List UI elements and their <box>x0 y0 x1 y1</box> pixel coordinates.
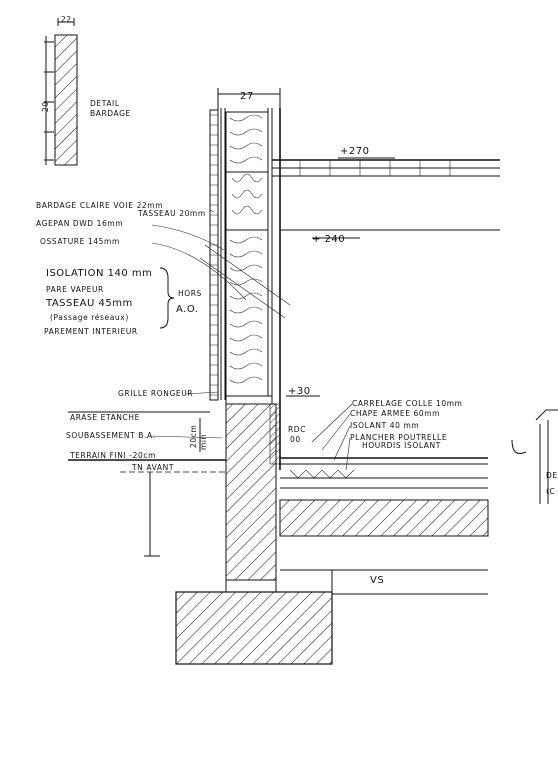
edge-label-de: DE <box>546 471 558 480</box>
svg-text:20: 20 <box>41 101 50 112</box>
timber-frame-wall <box>209 108 281 470</box>
wall-width-dimension: 27 <box>217 88 281 110</box>
label-tn: TN AVANT <box>131 463 174 472</box>
label-passage: (Passage réseaux) <box>50 313 129 322</box>
wall-labels: BARDAGE CLAIRE VOIE 22mm TASSEAU 20mm AG… <box>36 201 291 336</box>
edge-partial-detail: DE (C <box>511 409 558 504</box>
label-plancher-1: PLANCHER POUTRELLE <box>350 433 447 442</box>
label-vs: VS <box>370 575 384 586</box>
level-270: +270 <box>340 146 369 157</box>
label-chape: CHAPE ARMEE 60mm <box>350 409 440 418</box>
foundation: GRILLE RONGEUR ARASE ETANCHE SOUBASSEMEN… <box>66 389 333 665</box>
label-grille: GRILLE RONGEUR <box>118 389 193 398</box>
label-tasseau20: TASSEAU 20mm <box>137 209 206 218</box>
level-240: + 240 <box>312 234 345 245</box>
label-soubassement: SOUBASSEMENT B.A. <box>66 431 156 440</box>
upper-floor <box>272 159 500 231</box>
level-30: +30 <box>288 386 311 397</box>
label-bardage: BARDAGE CLAIRE VOIE 22mm <box>36 201 163 210</box>
label-isolation: ISOLATION 140 mm <box>46 268 152 279</box>
label-hors: HORS <box>178 289 202 298</box>
bardage-detail-dim: 22 <box>61 15 72 24</box>
label-parement: PAREMENT INTERIEUR <box>44 327 138 336</box>
label-terrain: TERRAIN FINI -20cm <box>69 451 156 460</box>
bardage-detail: 20 22 DETAIL BARDAGE <box>41 15 131 166</box>
label-carrelage: CARRELAGE COLLE 10mm <box>352 399 463 408</box>
dim-min: min <box>199 434 208 450</box>
label-isolant: ISOLANT 40 mm <box>350 421 419 430</box>
level-marks: +270 + 240 +30 RDC 00 <box>286 146 395 444</box>
level-rdc: RDC <box>288 425 306 434</box>
bardage-detail-title-2: BARDAGE <box>90 109 131 118</box>
label-pare-vapeur: PARE VAPEUR <box>46 285 104 294</box>
ground-floor-slab: VS <box>279 457 489 664</box>
dim-soubassement: 20cm <box>189 425 198 448</box>
label-plancher-2: HOURDIS ISOLANT <box>362 441 441 450</box>
label-arase: ARASE ETANCHE <box>70 413 140 422</box>
label-ao: A.O. <box>176 304 199 315</box>
edge-label-c: (C <box>546 487 555 496</box>
level-rdc-00: 00 <box>290 435 301 444</box>
floor-labels: CARRELAGE COLLE 10mm CHAPE ARMEE 60mm IS… <box>311 399 463 471</box>
label-ossature: OSSATURE 145mm <box>40 237 120 246</box>
label-tasseau45: TASSEAU 45mm <box>45 298 133 309</box>
wall-width-value: 27 <box>240 91 254 102</box>
label-agepan: AGEPAN DWD 16mm <box>36 219 123 228</box>
bardage-detail-title-1: DETAIL <box>90 99 120 108</box>
